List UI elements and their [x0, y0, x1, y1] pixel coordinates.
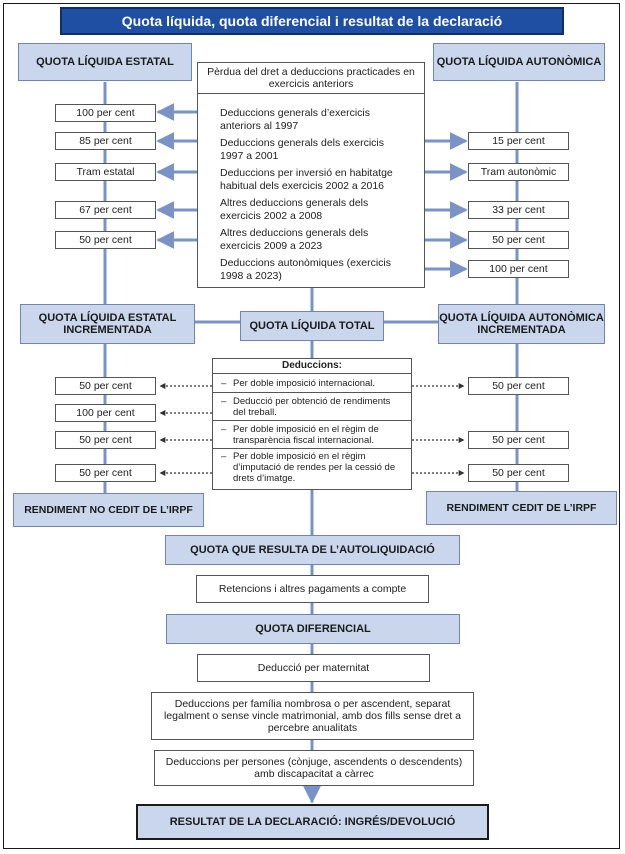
diagram-frame: [3, 3, 620, 849]
left-rate-box: Tram estatal: [55, 163, 156, 181]
rendiment-no-cedit: RENDIMENT NO CEDIT DE L’IRPF: [13, 493, 204, 527]
rendiment-cedit: RENDIMENT CEDIT DE L’IRPF: [426, 491, 617, 525]
left-rate-box: 85 per cent: [55, 132, 156, 150]
left-header: QUOTA LÍQUIDA ESTATAL: [18, 43, 192, 81]
total-quota: QUOTA LÍQUIDA TOTAL: [240, 311, 384, 341]
lost-deduction-item: Deduccions generals dels exercicis 1997 …: [220, 137, 384, 162]
right-rate-box: Tram autonòmic: [468, 163, 569, 181]
right-rate-box: 33 per cent: [468, 201, 569, 219]
deductions-header: Deduccions:: [213, 359, 411, 374]
right-incremented: QUOTA LÍQUIDA AUTONÒMICA INCREMENTADA: [438, 304, 605, 344]
left-deduction-rate: 50 per cent: [55, 377, 156, 395]
lost-deductions-box: Pèrdua del dret a deduccions practicades…: [197, 62, 425, 288]
lost-deduction-item: Altres deduccions generals dels exercici…: [220, 197, 369, 222]
deduction-item-text: Per doble imposició en el règim de trans…: [233, 424, 379, 446]
right-rate-box: 15 per cent: [468, 132, 569, 150]
deduction-item: –Per doble imposició en el règim d’imput…: [221, 451, 396, 484]
right-rate-box: 100 per cent: [468, 260, 569, 278]
right-deduction-rate: 50 per cent: [468, 431, 569, 449]
left-deduction-rate: 100 per cent: [55, 404, 156, 422]
discapacitat-box: Deduccions per persones (cònjuge, ascend…: [154, 750, 474, 786]
autoliquidacio-quota: QUOTA QUE RESULTA DE L’AUTOLIQUIDACIÓ: [165, 535, 460, 565]
deduction-item-text: Per doble imposició en el règim d’imputa…: [233, 451, 396, 484]
right-header: QUOTA LÍQUIDA AUTONÒMICA: [433, 43, 605, 81]
deduction-item: –Per doble imposició internacional.: [213, 374, 411, 393]
lost-deduction-item: Altres deduccions generals dels exercici…: [220, 227, 369, 252]
right-rate-box: 50 per cent: [468, 231, 569, 249]
familia-box: Deduccions per família nombrosa o per as…: [151, 692, 474, 740]
resultat-declaracio: RESULTAT DE LA DECLARACIÓ: INGRÉS/DEVOLU…: [136, 804, 489, 840]
deduction-item-text: Deducció per obtenció de rendiments del …: [233, 396, 391, 418]
deduction-item: –Per doble imposició en el règim de tran…: [213, 421, 411, 449]
left-rate-box: 50 per cent: [55, 231, 156, 249]
lost-deduction-item: Deduccions per inversió en habitatge hab…: [220, 167, 393, 192]
lost-deductions-header: Pèrdua del dret a deduccions practicades…: [198, 63, 424, 94]
left-deduction-rate: 50 per cent: [55, 431, 156, 449]
retencions-box: Retencions i altres pagaments a compte: [196, 575, 429, 603]
right-deduction-rate: 50 per cent: [468, 377, 569, 395]
lost-deduction-item: Deduccions autonòmiques (exercicis 1998 …: [220, 257, 391, 282]
diagram-title: Quota líquida, quota diferencial i resul…: [60, 7, 564, 35]
deduction-item: –Deducció per obtenció de rendiments del…: [213, 393, 411, 421]
maternitat-box: Deducció per maternitat: [197, 654, 430, 682]
left-deduction-rate: 50 per cent: [55, 464, 156, 482]
quota-diferencial: QUOTA DIFERENCIAL: [166, 614, 460, 644]
right-deduction-rate: 50 per cent: [468, 464, 569, 482]
left-rate-box: 100 per cent: [55, 104, 156, 122]
left-rate-box: 67 per cent: [55, 201, 156, 219]
deduction-item-text: Per doble imposició internacional.: [233, 378, 376, 389]
lost-deduction-item: Deduccions generals d’exercicis anterior…: [220, 107, 370, 132]
left-incremented: QUOTA LÍQUIDA ESTATAL INCREMENTADA: [20, 304, 195, 344]
deductions-box: Deduccions: –Per doble imposició interna…: [212, 358, 412, 490]
